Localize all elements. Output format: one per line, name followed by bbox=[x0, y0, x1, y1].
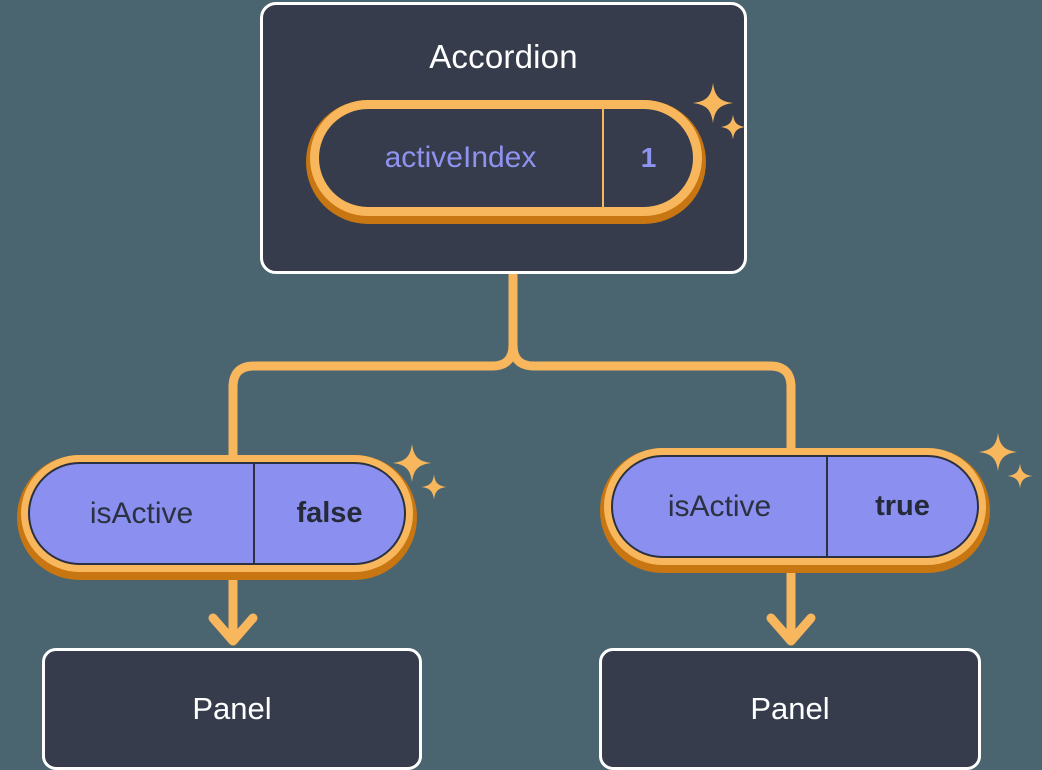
chip-value-active-index: 1 bbox=[640, 142, 657, 173]
chip-key-active-index: activeIndex bbox=[319, 109, 604, 207]
wire-branch-left bbox=[228, 340, 518, 460]
panel-title-left: Panel bbox=[192, 691, 272, 726]
panel-component-card-right[interactable]: Panel bbox=[599, 648, 981, 770]
chip-body: isActive true bbox=[611, 455, 979, 558]
accordion-title: Accordion bbox=[429, 38, 578, 75]
sparkle-icon bbox=[421, 474, 447, 500]
prop-chip-is-active-right[interactable]: isActive true bbox=[600, 448, 990, 573]
arrow-down-icon-left bbox=[208, 613, 258, 646]
state-chip-active-index[interactable]: activeIndex 1 bbox=[306, 100, 706, 224]
chip-value-is-active-left: false bbox=[296, 497, 363, 529]
chip-body: activeIndex 1 bbox=[317, 107, 695, 209]
arrow-down-icon-right bbox=[766, 613, 816, 646]
panel-title-right: Panel bbox=[750, 691, 830, 726]
chip-key-is-active-right: isActive bbox=[613, 457, 828, 556]
panel-component-card-left[interactable]: Panel bbox=[42, 648, 422, 770]
wire-branch-right bbox=[508, 340, 796, 453]
chip-key-is-active-left: isActive bbox=[30, 464, 255, 563]
sparkle-icon bbox=[1007, 463, 1033, 489]
chip-body: isActive false bbox=[28, 462, 406, 565]
chip-value-is-active-right: true bbox=[875, 490, 930, 522]
prop-chip-is-active-left[interactable]: isActive false bbox=[17, 455, 417, 580]
